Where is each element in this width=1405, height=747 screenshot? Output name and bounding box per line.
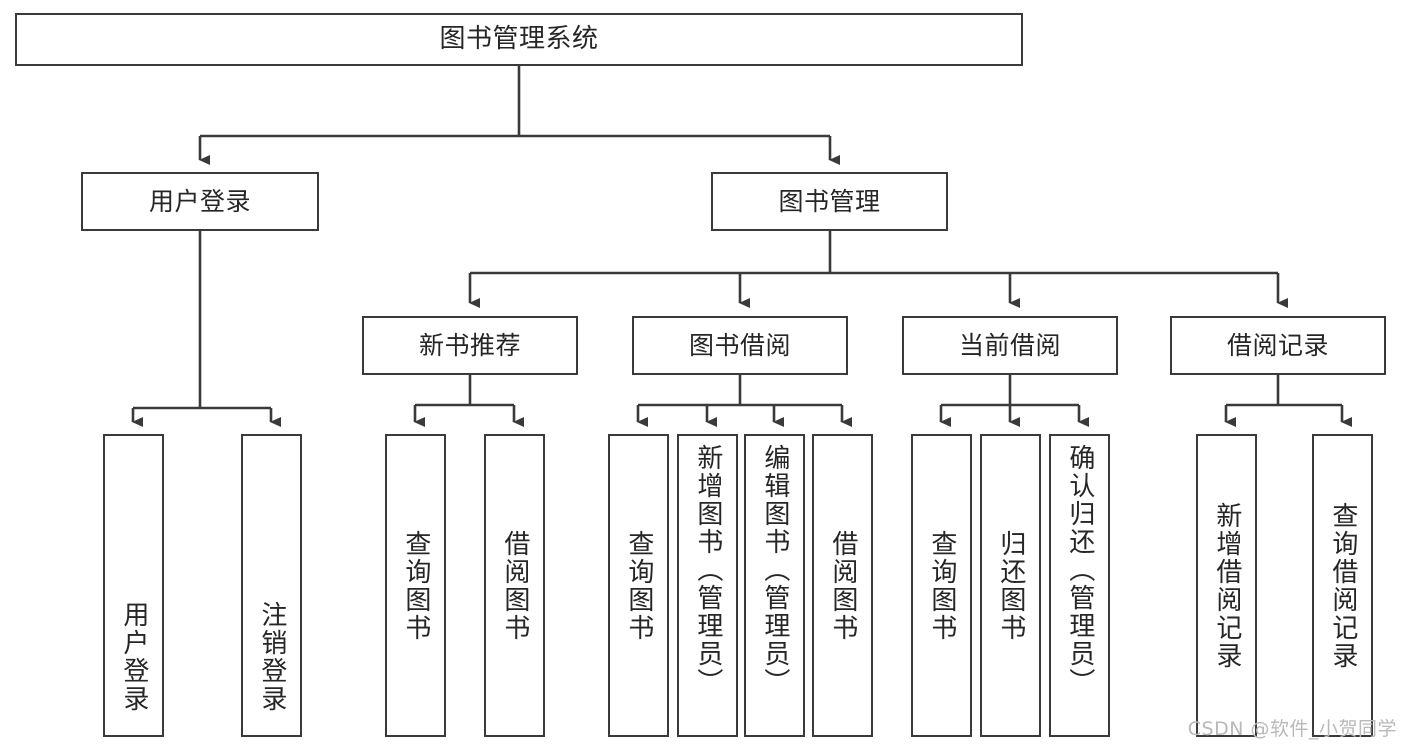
node-label: 查询图书 — [926, 529, 957, 642]
node-label: 查询借阅记录 — [1327, 501, 1358, 670]
leaf-borrow-book-newbook[interactable]: 借阅图书 — [484, 434, 545, 737]
leaf-return-book[interactable]: 归还图书 — [980, 434, 1041, 737]
node-label: 查询图书 — [623, 529, 654, 642]
leaf-add-borrow-record[interactable]: 新增借阅记录 — [1196, 434, 1257, 737]
node-label: 归还图书 — [995, 529, 1026, 642]
leaf-query-borrow-record[interactable]: 查询借阅记录 — [1312, 434, 1373, 737]
node-label: 借阅图书 — [499, 529, 530, 642]
node-label: 新增图书（管理员） — [692, 444, 723, 696]
node-label: 图书借阅 — [688, 331, 791, 360]
leaf-query-book-current[interactable]: 查询图书 — [911, 434, 972, 737]
node-label: 用户登录 — [148, 187, 251, 216]
leaf-logout[interactable]: 注销登录 — [241, 434, 302, 737]
node-book-management[interactable]: 图书管理 — [711, 172, 948, 231]
leaf-query-book-newbook[interactable]: 查询图书 — [385, 434, 446, 737]
leaf-confirm-return-admin[interactable]: 确认归还（管理员） — [1049, 434, 1110, 737]
leaf-borrow-book[interactable]: 借阅图书 — [812, 434, 873, 737]
node-label: 新书推荐 — [418, 331, 521, 360]
leaf-user-login[interactable]: 用户登录 — [103, 434, 164, 737]
leaf-add-book-admin[interactable]: 新增图书（管理员） — [677, 434, 738, 737]
node-new-book-recommend[interactable]: 新书推荐 — [362, 316, 578, 375]
node-borrow-record[interactable]: 借阅记录 — [1170, 316, 1386, 375]
node-book-borrow[interactable]: 图书借阅 — [632, 316, 848, 375]
node-label: 查询图书 — [400, 529, 431, 642]
node-current-borrow[interactable]: 当前借阅 — [902, 316, 1118, 375]
node-label: 借阅记录 — [1226, 331, 1329, 360]
node-label: 编辑图书（管理员） — [759, 444, 790, 696]
node-user-login[interactable]: 用户登录 — [81, 172, 319, 231]
node-label: 图书管理 — [778, 187, 881, 216]
node-label: 注销登录 — [256, 601, 287, 713]
leaf-edit-book-admin[interactable]: 编辑图书（管理员） — [744, 434, 805, 737]
node-label: 新增借阅记录 — [1211, 501, 1242, 670]
node-root-library-system[interactable]: 图书管理系统 — [15, 13, 1023, 66]
node-label: 确认归还（管理员） — [1064, 444, 1095, 696]
csdn-watermark: CSDN @软件_小贺同学 — [1187, 718, 1397, 740]
leaf-query-book-borrow[interactable]: 查询图书 — [608, 434, 669, 737]
node-label: 图书管理系统 — [439, 24, 599, 55]
node-label: 当前借阅 — [958, 331, 1061, 360]
node-label: 借阅图书 — [827, 529, 858, 642]
node-label: 用户登录 — [118, 601, 149, 713]
